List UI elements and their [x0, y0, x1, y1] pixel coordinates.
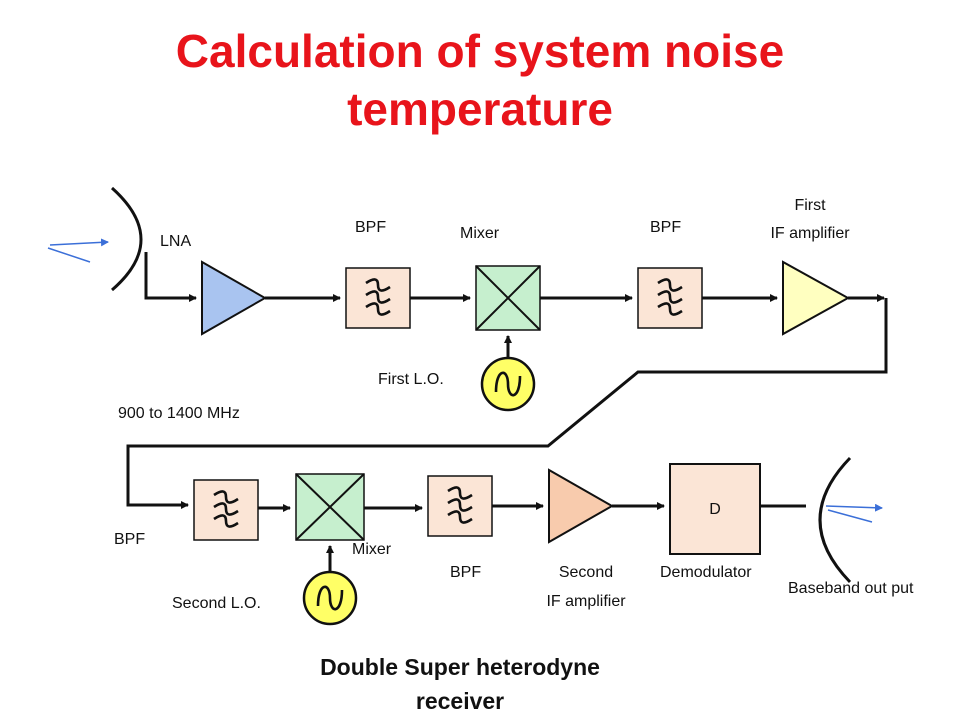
frequency-range-label: 900 to 1400 MHz: [118, 405, 240, 422]
mixer-cross-icon: [475, 265, 541, 331]
incoming-signal-line: [47, 247, 91, 263]
first-if-amplifier: [782, 260, 851, 336]
mixer-cross-icon: [295, 473, 365, 541]
diagram-caption: Double Super heterodyne receiver: [200, 650, 720, 718]
interstage-wire: [126, 298, 888, 509]
title-line-1: Calculation of system noise: [175, 25, 785, 77]
bpf-1-label: BPF: [355, 219, 387, 236]
first-lo-label: First L.O.: [378, 371, 444, 388]
demodulator-box: [669, 463, 761, 555]
output-signal-line: [827, 509, 873, 523]
first-if-label-line-2: IF amplifier: [770, 225, 850, 242]
mixer-2-label: Mixer: [352, 541, 392, 558]
mixer-1-label: Mixer: [460, 225, 500, 242]
feed-line: [144, 252, 197, 302]
lna-amplifier: [201, 260, 268, 336]
incoming-signal-arrow: [49, 238, 109, 247]
first-if-label-line-1: First: [794, 197, 826, 214]
bpf-4-label: BPF: [450, 564, 482, 581]
sine-wave-icon: [316, 585, 344, 611]
demodulator-label: Demodulator: [660, 564, 752, 581]
lna-label: LNA: [160, 233, 192, 250]
second-if-label-line-1: Second: [558, 564, 614, 581]
baseband-output-label: Baseband out put: [788, 580, 914, 597]
demodulator-letter: D: [709, 501, 721, 518]
bpf-3-label: BPF: [114, 531, 146, 548]
antenna-dish: [110, 186, 143, 292]
caption-line-2: receiver: [415, 688, 505, 714]
output-signal-arrow: [825, 503, 883, 512]
sine-wave-icon: [494, 371, 522, 397]
bpf-2-label: BPF: [650, 219, 682, 236]
title-line-2: temperature: [347, 83, 613, 135]
second-if-amplifier: [548, 468, 615, 544]
caption-line-1: Double Super heterodyne: [320, 654, 600, 680]
second-lo-label: Second L.O.: [172, 595, 261, 612]
page-title: Calculation of system noise temperature: [0, 22, 960, 138]
second-if-label-line-2: IF amplifier: [546, 593, 626, 610]
output-dish: [818, 456, 852, 584]
